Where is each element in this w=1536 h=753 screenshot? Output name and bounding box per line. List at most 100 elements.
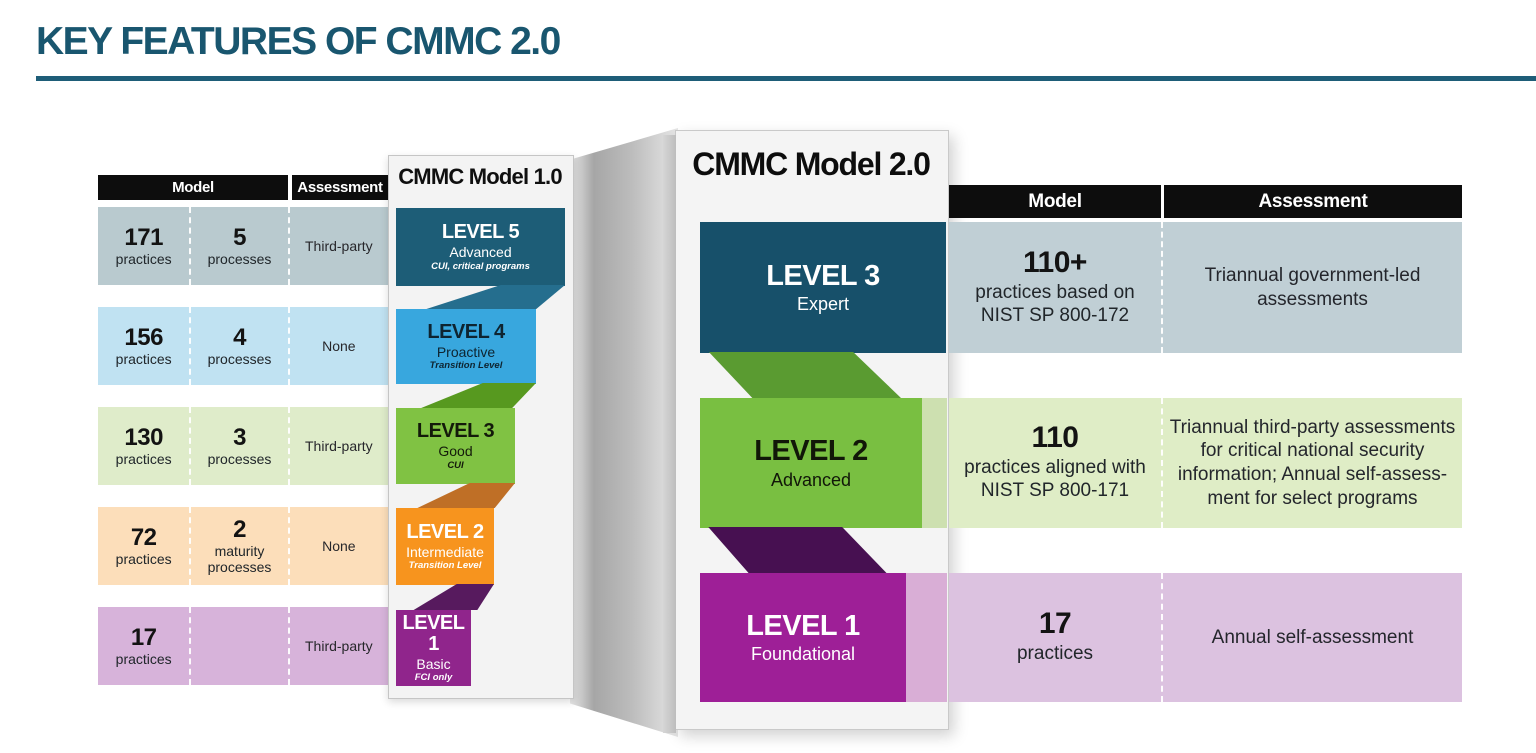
practices-count: 110+	[1023, 245, 1087, 279]
practices-label: practices	[115, 250, 172, 267]
level-tier: Foundational	[750, 644, 856, 665]
level-name: LEVEL 1	[746, 609, 860, 642]
practices-label: practices	[115, 350, 172, 367]
model1-level2-box: LEVEL 2 Intermediate Transition Level	[396, 508, 494, 585]
assessment-value: Third-party	[305, 238, 373, 254]
assessment-cell: Third-party	[290, 607, 388, 685]
level-note: CUI, critical programs	[431, 260, 530, 272]
right-table-row-level3: 110+ practices based on NIST SP 800-172 …	[949, 222, 1462, 353]
processes-count: 4	[233, 323, 246, 351]
level2-edge-tint	[922, 398, 947, 528]
level-tier: Advanced	[449, 244, 512, 261]
right-table-row-level2: 110 practices aligned with NIST SP 800-1…	[949, 398, 1462, 528]
model2-title: CMMC Model 2.0	[692, 146, 931, 182]
level-name: LEVEL 3	[766, 259, 880, 292]
model1-level3-box: LEVEL 3 Good CUI	[396, 408, 515, 484]
processes-cell	[191, 607, 290, 685]
level-tier: Advanced	[770, 469, 852, 490]
level-note: FCI only	[414, 672, 453, 684]
level1-edge-tint	[906, 573, 947, 702]
practices-count: 17	[130, 623, 157, 651]
level-name: LEVEL 1	[402, 611, 465, 655]
level-name: LEVEL 3	[416, 420, 495, 443]
left-table-row-level1: 17 practices Third-party	[98, 607, 388, 685]
model-cell: 110+ practices based on NIST SP 800-172	[949, 222, 1163, 353]
assessment-value: None	[322, 338, 356, 354]
practices-label: practices	[115, 650, 172, 667]
left-table-row-level2: 72 practices 2 maturity processes None	[98, 507, 388, 585]
processes-label: processes	[207, 250, 272, 267]
processes-cell: 3 processes	[191, 407, 290, 485]
processes-count: 5	[233, 223, 246, 251]
assessment-cell: Third-party	[290, 207, 388, 285]
left-table-header-model: Model	[98, 175, 288, 200]
practices-count: 130	[124, 423, 163, 451]
level-tier: Expert	[796, 294, 850, 315]
processes-cell: 4 processes	[191, 307, 290, 385]
assessment-cell: Triannual third-party assessments for cr…	[1163, 398, 1462, 528]
model1-level4-box: LEVEL 4 Proactive Transition Level	[396, 309, 536, 384]
processes-label: maturity processes	[207, 543, 272, 575]
model-cell: 110 practices aligned with NIST SP 800-1…	[949, 398, 1163, 528]
model1-title: CMMC Model 1.0	[398, 164, 562, 189]
assessment-value: None	[322, 538, 356, 554]
practices-count: 110	[1031, 421, 1079, 455]
practices-description: practices based on NIST SP 800-172	[975, 281, 1135, 326]
title-underline	[36, 76, 1536, 81]
assessment-cell: None	[290, 507, 388, 585]
model1-level5-box: LEVEL 5 Advanced CUI, critical programs	[396, 208, 565, 286]
processes-cell: 5 processes	[191, 207, 290, 285]
practices-count: 156	[124, 323, 163, 351]
model2-level2-box: LEVEL 2 Advanced	[700, 398, 922, 528]
left-table-row-level4: 156 practices 4 processes None	[98, 307, 388, 385]
practices-description: practices	[1016, 643, 1094, 665]
level-name: LEVEL 5	[441, 221, 520, 244]
level-note: Transition Level	[408, 560, 482, 572]
right-table-row-level1: 17 practices Annual self-assessment	[949, 573, 1462, 702]
assessment-value: Third-party	[305, 438, 373, 454]
practices-count: 17	[1038, 607, 1072, 641]
practices-count: 72	[130, 523, 157, 551]
level-name: LEVEL 2	[406, 520, 484, 543]
assessment-value: Triannual government-led assessments	[1204, 264, 1421, 310]
level-note: CUI	[447, 459, 464, 471]
page-title: KEY FEATURES OF CMMC 2.0	[36, 20, 561, 63]
fold-spine	[570, 128, 678, 737]
level-name: LEVEL 4	[427, 320, 505, 343]
practices-cell: 72 practices	[98, 507, 192, 585]
practices-label: practices	[115, 450, 172, 467]
level-note: Transition Level	[429, 360, 503, 372]
assessment-cell: Third-party	[290, 407, 388, 485]
practices-cell: 156 practices	[98, 307, 192, 385]
model2-level1-box: LEVEL 1 Foundational	[700, 573, 906, 702]
assessment-value: Triannual third-party assessments for cr…	[1169, 416, 1456, 509]
level-tier: Basic	[416, 655, 451, 672]
left-table-row-level3: 130 practices 3 processes Third-party	[98, 407, 388, 485]
level-tier: Proactive	[436, 343, 496, 360]
assessment-cell: Triannual government-led assessments	[1163, 222, 1462, 353]
processes-count: 2	[233, 516, 246, 544]
practices-count: 171	[124, 223, 163, 251]
right-table-header-assessment: Assessment	[1164, 185, 1462, 218]
processes-label: processes	[207, 350, 272, 367]
right-table-header-model: Model	[949, 185, 1161, 218]
level-name: LEVEL 2	[754, 435, 868, 468]
level-tier: Intermediate	[406, 543, 484, 560]
left-table-row-level5: 171 practices 5 processes Third-party	[98, 207, 388, 285]
practices-cell: 171 practices	[98, 207, 192, 285]
assessment-value: Annual self-assessment	[1211, 626, 1414, 648]
model1-level1-box: LEVEL 1 Basic FCI only	[396, 610, 471, 686]
assessment-value: Third-party	[305, 638, 373, 654]
level-tier: Good	[438, 443, 473, 460]
model2-level3-box: LEVEL 3 Expert	[700, 222, 946, 353]
practices-description: practices aligned with NIST SP 800-171	[964, 457, 1146, 501]
assessment-cell: None	[290, 307, 388, 385]
left-table-header-assessment: Assessment	[292, 175, 388, 200]
practices-label: practices	[115, 550, 172, 567]
assessment-cell: Annual self-assessment	[1163, 573, 1462, 702]
processes-label: processes	[207, 450, 272, 467]
processes-count: 3	[233, 423, 246, 451]
practices-cell: 17 practices	[98, 607, 192, 685]
model-cell: 17 practices	[949, 573, 1163, 702]
